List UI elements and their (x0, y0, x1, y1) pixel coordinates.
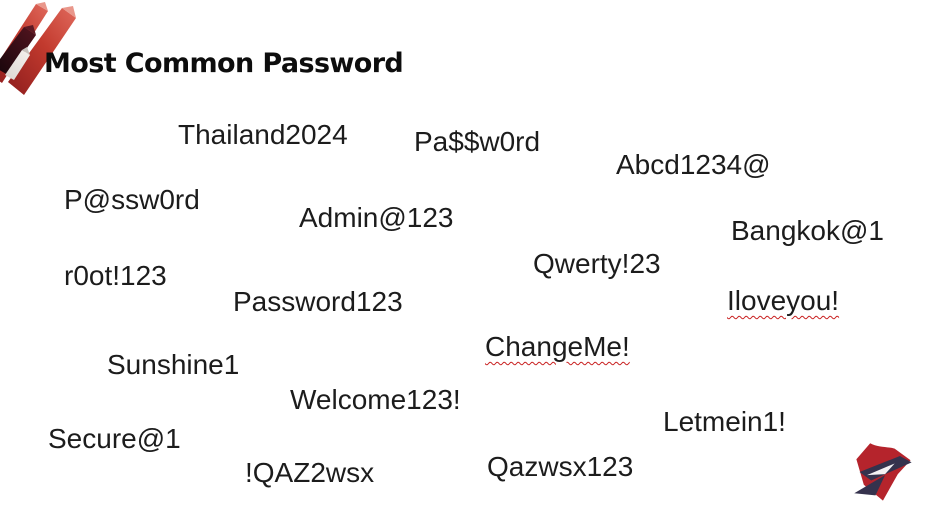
password-item: Password123 (233, 286, 403, 317)
diagonal-beams-icon (0, 2, 76, 95)
password-item: Letmein1! (663, 406, 786, 437)
arrow-emblem-icon (854, 443, 912, 501)
password-item: Welcome123! (290, 384, 461, 415)
password-item-spellchecked: Iloveyou! (727, 285, 840, 316)
page-title: Most Common Password (44, 48, 404, 79)
password-item: Bangkok@1 (731, 215, 884, 246)
password-item: Admin@123 (299, 202, 454, 233)
password-item: Secure@1 (48, 423, 181, 454)
diagonal-beams-logo (0, 0, 120, 100)
password-item: P@ssw0rd (64, 184, 200, 215)
password-item-spellchecked: ChangeMe! (485, 331, 630, 362)
password-item: Qazwsx123 (487, 451, 634, 482)
password-item: Sunshine1 (107, 349, 240, 380)
password-item: Thailand2024 (178, 119, 348, 150)
password-item: Pa$$w0rd (414, 126, 541, 157)
password-item: Abcd1234@ (616, 149, 771, 180)
password-item: Qwerty!23 (533, 248, 661, 279)
password-item: !QAZ2wsx (245, 457, 375, 488)
arrow-emblem-logo (850, 442, 918, 504)
password-item: r0ot!123 (64, 260, 167, 291)
